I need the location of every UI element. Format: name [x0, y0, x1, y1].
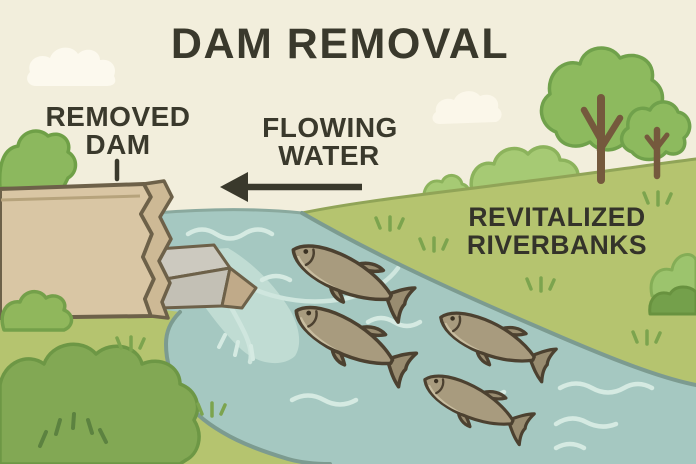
revitalized-riverbanks-label-line1: REVITALIZED: [468, 202, 645, 232]
cloud-icon: [27, 47, 116, 86]
page-title: DAM REMOVAL: [171, 20, 509, 68]
bush-icon: [0, 289, 74, 332]
removed-dam-label-line2: DAM: [85, 129, 150, 160]
hill-silhouette-edge: [300, 157, 696, 215]
bush-icon: [0, 342, 201, 464]
flowing-water-label-line1: FLOWING: [262, 112, 398, 143]
bush-leaf-marks: [38, 412, 108, 448]
cloud-icon: [432, 91, 502, 124]
bush-icon: [0, 129, 78, 192]
left-bank-edge: [163, 310, 332, 464]
tree-icon: [619, 100, 692, 180]
right-bank-edge: [300, 211, 696, 387]
water-top-edge: [154, 208, 303, 215]
bush-icon: [648, 253, 696, 316]
revitalized-riverbanks-label-line2: RIVERBANKS: [467, 230, 647, 260]
right-riverbank-hill: [302, 159, 696, 385]
flow-direction-left-arrow-icon: [220, 172, 362, 202]
spillway-remnant: [156, 243, 258, 310]
flowing-water-label-line2: WATER: [278, 140, 380, 171]
river-water: [140, 209, 696, 464]
removed-dam-wall: [0, 179, 174, 320]
removed-dam-label-line1: REMOVED: [45, 101, 190, 132]
splash-dashes: [217, 333, 255, 361]
